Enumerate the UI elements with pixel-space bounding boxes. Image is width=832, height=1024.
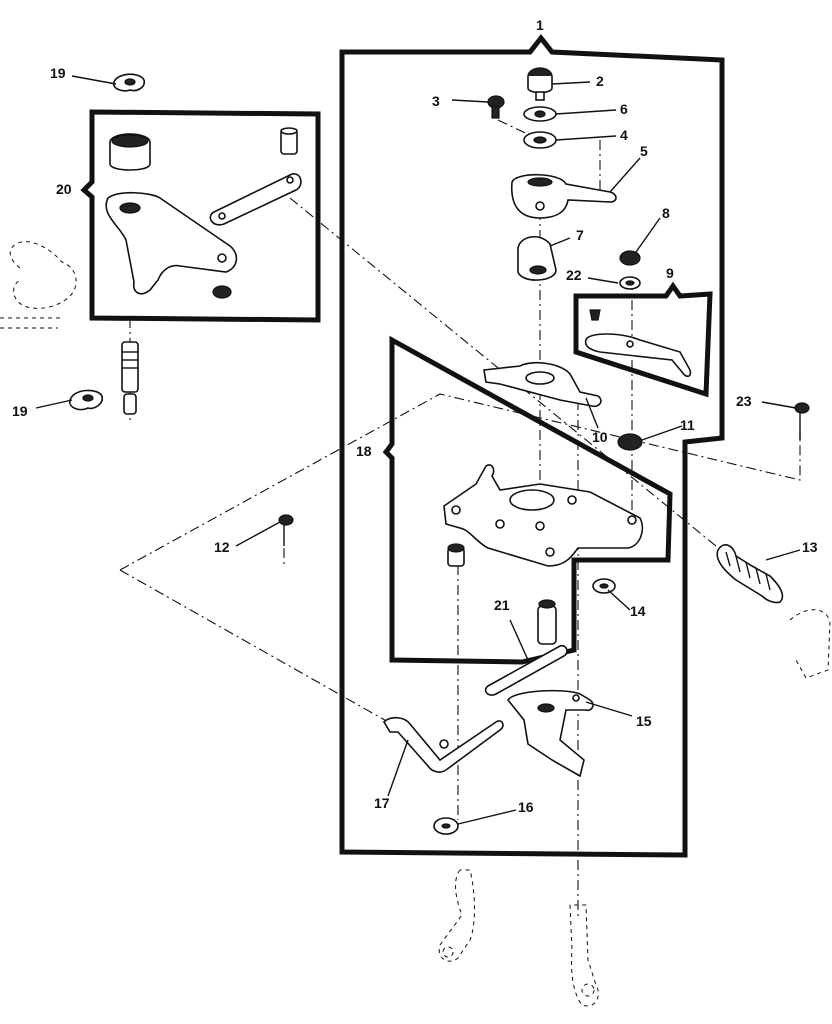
bushing-part (109, 133, 151, 171)
retaining-clip-bottom (69, 389, 104, 411)
adjacent-link-outline-bottom (438, 869, 599, 1007)
callout-6: 6 (620, 101, 628, 117)
washer-part-16 (433, 817, 459, 835)
sleeve-part-21 (537, 599, 557, 645)
callout-15: 15 (636, 713, 652, 729)
callout-20: 20 (56, 181, 72, 197)
link-bar-part-20 (209, 173, 302, 226)
shaft-spring-left (121, 341, 139, 415)
washer-part-14 (592, 578, 616, 594)
callout-labels: 1 2 3 6 4 5 7 8 9 22 10 11 23 18 12 13 1… (12, 17, 818, 815)
retaining-clip-top (113, 73, 146, 92)
washer-part-6 (523, 106, 557, 122)
screw-part-12 (278, 514, 294, 546)
washer-part-4 (523, 131, 557, 149)
callout-16: 16 (518, 799, 534, 815)
callout-9: 9 (666, 265, 674, 281)
screw-part-3 (487, 95, 505, 119)
washer-part-22 (619, 276, 641, 290)
knob-screw-part (527, 67, 553, 101)
lever-part-17 (382, 716, 504, 773)
callout-12: 12 (214, 539, 230, 555)
assembly-20-outline (80, 109, 321, 323)
callout-17: 17 (374, 795, 390, 811)
callout-8: 8 (662, 205, 670, 221)
callout-18: 18 (356, 443, 372, 459)
bracket-part-9 (584, 309, 692, 378)
callout-7: 7 (576, 227, 584, 243)
base-plate-part (443, 464, 644, 567)
callout-3: 3 (432, 93, 440, 109)
callout-19-bottom: 19 (12, 403, 28, 419)
lever-part-5 (511, 173, 617, 219)
bracket-part-15 (507, 689, 594, 778)
callout-19-top: 19 (50, 65, 66, 81)
assembly-9-outline (573, 281, 713, 398)
callout-1: 1 (536, 17, 544, 33)
callout-5: 5 (640, 143, 648, 159)
callout-23: 23 (736, 393, 752, 409)
callout-14: 14 (630, 603, 646, 619)
pin-part-20 (280, 127, 298, 155)
screw-part-8 (619, 250, 641, 266)
post-part (447, 543, 465, 567)
nut-part-11 (617, 433, 643, 451)
adjacent-part-outline-left (0, 241, 77, 329)
cam-part-7 (517, 236, 557, 281)
callout-21: 21 (494, 597, 510, 613)
callout-leader-lines (35, 75, 801, 825)
callout-10: 10 (592, 429, 608, 445)
link-rod-part (484, 644, 568, 696)
lever-plate-part (105, 191, 238, 295)
spring-part-13 (716, 544, 784, 604)
callout-22: 22 (566, 267, 582, 283)
callout-13: 13 (802, 539, 818, 555)
callout-2: 2 (596, 73, 604, 89)
plate-part-10 (483, 361, 602, 408)
nut-part-20 (212, 285, 232, 299)
assembly-1-outline (339, 33, 725, 858)
screw-part-23 (794, 402, 810, 440)
adjacent-part-outline-right (789, 609, 831, 679)
assembly-18-outline (382, 335, 673, 665)
callout-11: 11 (680, 417, 695, 433)
callout-4: 4 (620, 127, 628, 143)
